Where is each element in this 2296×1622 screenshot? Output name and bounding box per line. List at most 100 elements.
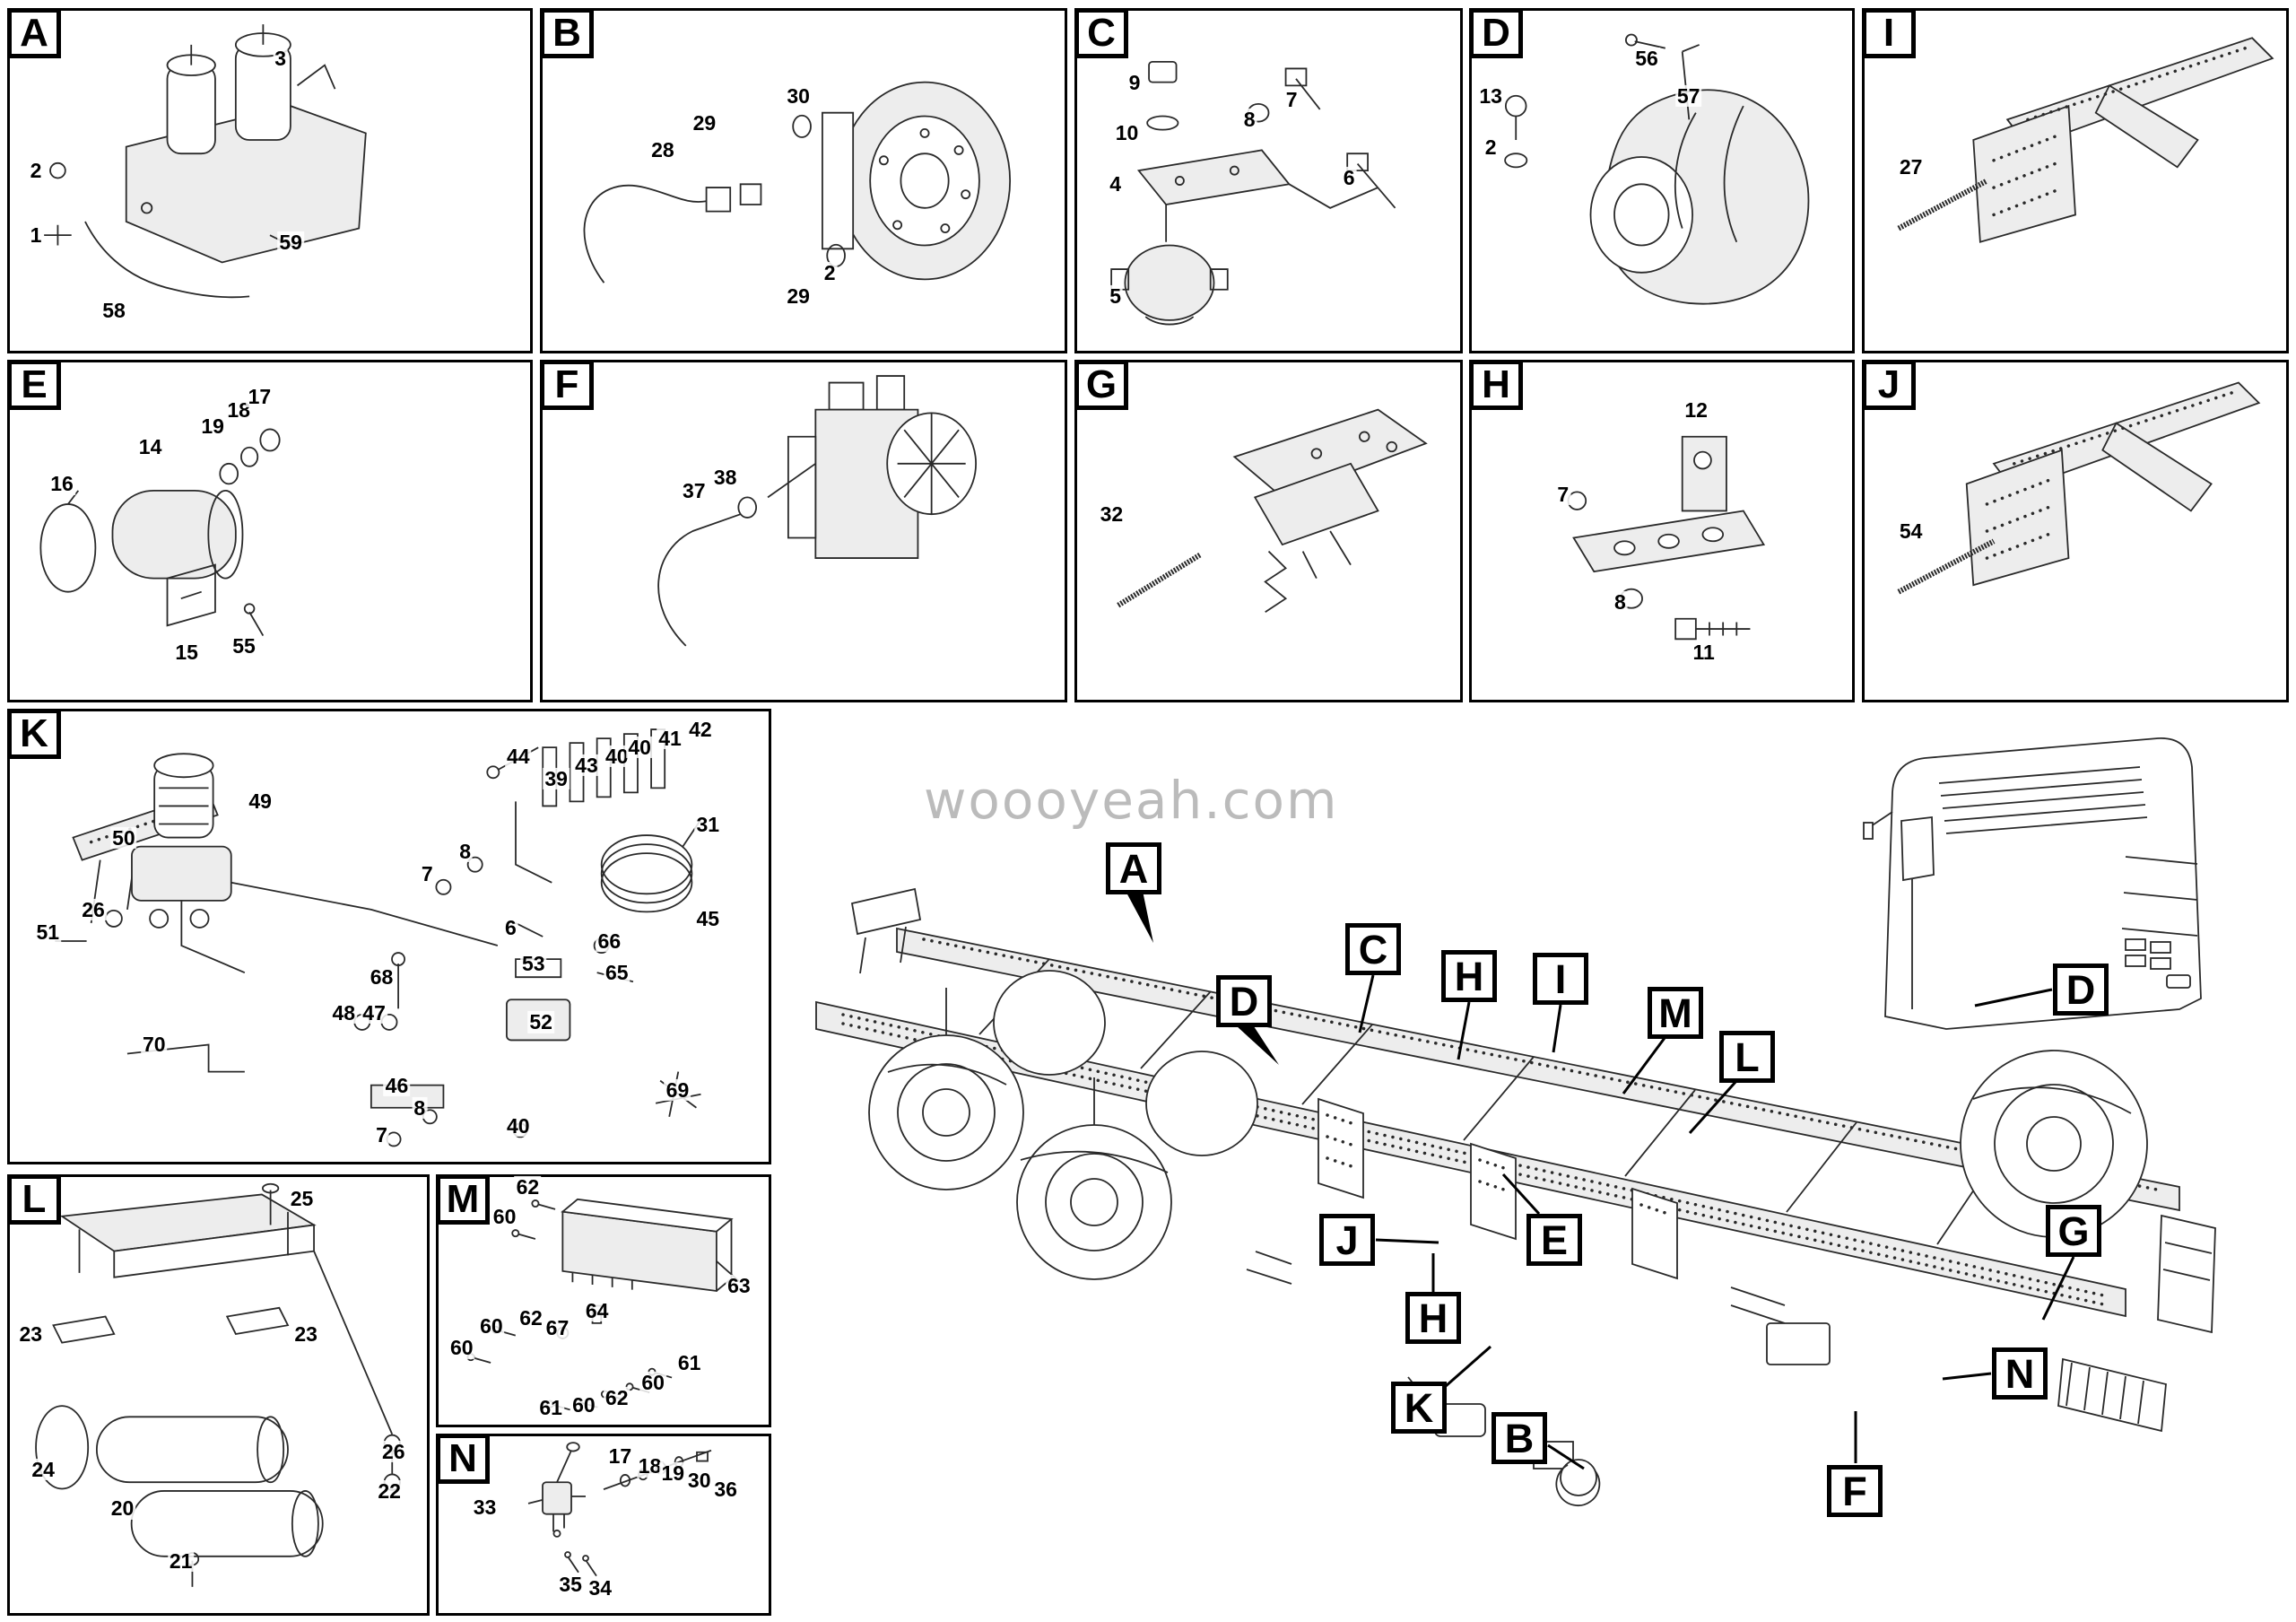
part-number-63: 63 bbox=[726, 1274, 752, 1298]
part-number-8: 8 bbox=[1241, 108, 1257, 132]
part-number-31: 31 bbox=[694, 812, 722, 836]
part-number-52: 52 bbox=[527, 1010, 554, 1034]
part-number-28: 28 bbox=[649, 138, 676, 162]
part-number-14: 14 bbox=[136, 434, 164, 458]
part-number-22: 22 bbox=[376, 1478, 403, 1503]
part-number-54: 54 bbox=[1897, 519, 1925, 543]
panel-B-art bbox=[543, 11, 1065, 351]
part-number-24: 24 bbox=[30, 1457, 57, 1481]
part-number-60: 60 bbox=[478, 1313, 505, 1338]
part-number-29: 29 bbox=[785, 284, 812, 309]
part-number-37: 37 bbox=[680, 478, 708, 502]
part-number-50: 50 bbox=[110, 825, 137, 850]
part-number-11: 11 bbox=[1691, 641, 1717, 665]
watermark: woooyeah.com bbox=[924, 770, 1339, 831]
part-number-18: 18 bbox=[636, 1454, 664, 1478]
part-number-43: 43 bbox=[573, 754, 600, 778]
chassis-callout-a: A bbox=[1106, 842, 1161, 894]
part-number-62: 62 bbox=[517, 1306, 544, 1330]
panel-L-art bbox=[10, 1177, 427, 1613]
panel-M-art bbox=[439, 1177, 769, 1425]
chassis-callout-j: J bbox=[1319, 1214, 1375, 1266]
part-number-7: 7 bbox=[1555, 482, 1571, 506]
part-number-58: 58 bbox=[100, 298, 127, 322]
part-number-53: 53 bbox=[519, 952, 547, 976]
part-number-48: 48 bbox=[330, 1001, 358, 1025]
panel-letter-A: A bbox=[7, 8, 61, 58]
part-number-44: 44 bbox=[505, 745, 532, 769]
panel-G-labels: 32 bbox=[1077, 362, 1460, 700]
part-number-39: 39 bbox=[543, 767, 570, 791]
panel-G: G 32 bbox=[1074, 360, 1463, 702]
chassis-callout-h: H bbox=[1441, 950, 1497, 1002]
panel-letter-I: I bbox=[1862, 8, 1916, 58]
chassis-callout-g: G bbox=[2046, 1205, 2101, 1257]
chassis-callout-h: H bbox=[1405, 1292, 1461, 1344]
chassis-callout-b: B bbox=[1492, 1412, 1547, 1464]
part-number-60: 60 bbox=[448, 1336, 475, 1360]
part-number-49: 49 bbox=[247, 789, 274, 814]
panel-letter-D: D bbox=[1469, 8, 1523, 58]
part-number-26: 26 bbox=[80, 897, 107, 921]
part-number-68: 68 bbox=[368, 965, 396, 990]
part-number-20: 20 bbox=[109, 1496, 136, 1521]
part-number-4: 4 bbox=[1108, 172, 1124, 196]
part-number-27: 27 bbox=[1897, 155, 1925, 179]
panel-E-art bbox=[10, 362, 530, 700]
part-number-67: 67 bbox=[544, 1316, 571, 1340]
panel-letter-C: C bbox=[1074, 8, 1128, 58]
part-number-3: 3 bbox=[273, 46, 288, 70]
part-number-69: 69 bbox=[664, 1077, 691, 1102]
part-number-16: 16 bbox=[48, 472, 75, 496]
part-number-51: 51 bbox=[34, 920, 62, 944]
part-number-46: 46 bbox=[383, 1073, 411, 1097]
part-number-6: 6 bbox=[1341, 165, 1357, 189]
part-number-62: 62 bbox=[514, 1174, 542, 1199]
panel-J: J 54 bbox=[1862, 360, 2289, 702]
part-number-38: 38 bbox=[711, 465, 739, 489]
part-number-55: 55 bbox=[230, 633, 257, 658]
chassis-callout-e: E bbox=[1526, 1214, 1582, 1266]
part-number-7: 7 bbox=[1283, 87, 1300, 111]
part-number-26: 26 bbox=[380, 1440, 407, 1464]
part-number-47: 47 bbox=[361, 1001, 387, 1025]
part-number-40: 40 bbox=[505, 1113, 532, 1138]
part-number-30: 30 bbox=[785, 83, 812, 108]
part-number-19: 19 bbox=[199, 414, 226, 439]
chassis-callout-n: N bbox=[1992, 1347, 2048, 1400]
panel-letter-H: H bbox=[1469, 360, 1523, 410]
part-number-2: 2 bbox=[1483, 135, 1499, 159]
chassis-callout-c: C bbox=[1345, 923, 1401, 975]
part-number-35: 35 bbox=[557, 1573, 584, 1597]
panel-letter-E: E bbox=[7, 360, 61, 410]
chassis-callout-d: D bbox=[1216, 975, 1272, 1027]
part-number-66: 66 bbox=[596, 929, 623, 953]
part-number-60: 60 bbox=[570, 1392, 597, 1417]
part-number-7: 7 bbox=[419, 861, 435, 885]
part-number-56: 56 bbox=[1633, 46, 1660, 70]
part-number-12: 12 bbox=[1683, 397, 1709, 422]
chassis-callout-i: I bbox=[1533, 953, 1588, 1005]
chassis-illustration bbox=[815, 737, 2216, 1506]
part-number-8: 8 bbox=[412, 1095, 428, 1120]
panel-letter-F: F bbox=[540, 360, 594, 410]
part-number-65: 65 bbox=[604, 961, 631, 985]
part-number-41: 41 bbox=[657, 727, 683, 751]
panel-letter-K: K bbox=[7, 709, 61, 759]
part-number-8: 8 bbox=[457, 839, 473, 863]
part-number-61: 61 bbox=[675, 1350, 703, 1374]
